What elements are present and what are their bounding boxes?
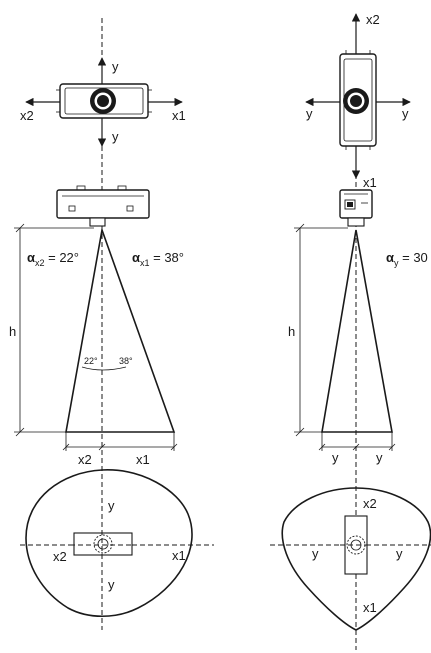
right-footprint: x2 y y x1 bbox=[270, 487, 431, 631]
left-footprint: y y x2 x1 bbox=[20, 469, 214, 617]
left-side-lens-mount bbox=[89, 217, 106, 227]
left-footprint-outline bbox=[25, 469, 193, 617]
right-footprint-label-y-left: y bbox=[312, 546, 319, 561]
left-footprint-lens bbox=[93, 534, 113, 554]
right-footprint-label-x2: x2 bbox=[363, 496, 377, 511]
right-top-lens-core bbox=[350, 95, 362, 107]
right-side-lens-mount bbox=[347, 217, 365, 227]
left-footprint-label-x1: x1 bbox=[172, 548, 186, 563]
right-footprint-label-y-right: y bbox=[396, 546, 403, 561]
right-footprint-outline bbox=[281, 487, 431, 631]
right-alpha-y: αy = 30 bbox=[386, 250, 428, 268]
left-angle-arc bbox=[81, 366, 127, 371]
right-footprint-lens bbox=[346, 535, 366, 555]
left-label-h: h bbox=[9, 324, 16, 339]
right-label-h: h bbox=[288, 324, 295, 339]
left-footprint-sensor bbox=[73, 532, 133, 556]
left-top-label-y-down: y bbox=[112, 129, 119, 144]
left-footprint-label-y-top: y bbox=[108, 498, 115, 513]
left-alpha-x2: αx2 = 22° bbox=[27, 250, 79, 268]
right-detection-cone bbox=[321, 229, 393, 433]
left-detection-cone bbox=[65, 226, 176, 433]
left-top-lens-core bbox=[97, 95, 109, 107]
left-footprint-label-x2: x2 bbox=[53, 549, 67, 564]
left-top-label-y-up: y bbox=[112, 59, 119, 74]
left-alpha-x1: αx1 = 38° bbox=[132, 250, 184, 268]
left-width-label-x2: x2 bbox=[78, 452, 92, 467]
left-top-view: y y x2 x1 bbox=[20, 57, 186, 147]
left-angle-right: 38° bbox=[119, 356, 133, 366]
right-top-label-y-right: y bbox=[402, 106, 409, 121]
left-top-label-x2: x2 bbox=[20, 108, 34, 123]
left-side-housing bbox=[56, 189, 150, 219]
right-top-view: x2 y y bbox=[305, 12, 411, 179]
left-side-view: h 22° 38° αx2 = 22° αx1 = 38° x2 x1 bbox=[9, 185, 184, 467]
left-top-label-x1: x1 bbox=[172, 108, 186, 123]
right-top-label-x2: x2 bbox=[366, 12, 380, 27]
left-top-housing-inner bbox=[64, 87, 144, 115]
right-side-label-x1: x1 bbox=[363, 175, 377, 190]
left-width-label-x1: x1 bbox=[136, 452, 150, 467]
right-top-label-y-left: y bbox=[306, 106, 313, 121]
left-column: y y x2 x1 h 22° 38° bbox=[9, 18, 214, 630]
right-column: x2 y y x1 h αy = 30 bbox=[270, 12, 431, 650]
right-footprint-label-x1: x1 bbox=[363, 600, 377, 615]
right-side-view: x1 h αy = 30 bbox=[288, 175, 428, 465]
right-width-label-y-right: y bbox=[376, 450, 383, 465]
right-width-label-y-left: y bbox=[332, 450, 339, 465]
left-angle-left: 22° bbox=[84, 356, 98, 366]
left-footprint-label-y-bottom: y bbox=[108, 577, 115, 592]
